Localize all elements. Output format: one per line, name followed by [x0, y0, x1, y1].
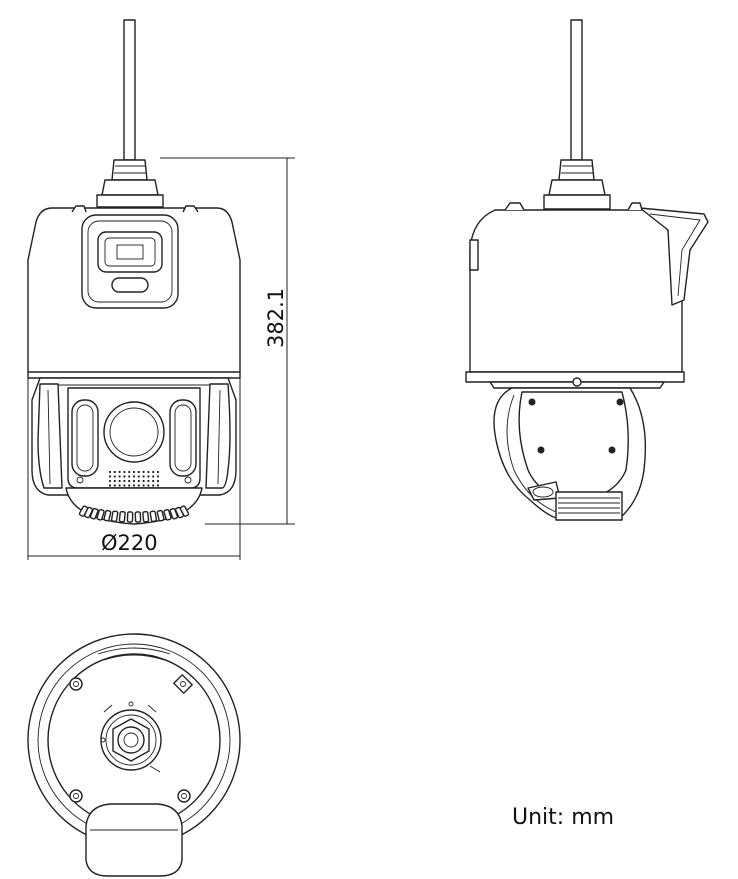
- bottom-cable-gland: [100, 701, 162, 773]
- side-sun-shield: [639, 207, 709, 306]
- bottom-view: [27, 633, 241, 877]
- diameter-dimension-label: Ø220: [101, 531, 158, 555]
- front-bottom-ring: [65, 487, 203, 525]
- front-main-lens: [103, 401, 165, 463]
- front-bottom-vents: [78, 505, 190, 523]
- front-right-arm: [205, 383, 231, 489]
- height-dimension: 382.1: [160, 157, 295, 525]
- side-view: [465, 19, 709, 521]
- front-left-light: [71, 399, 99, 477]
- front-left-tab: [71, 205, 87, 213]
- front-right-tab: [182, 205, 199, 213]
- side-vents: [555, 491, 623, 521]
- front-cable-gland-top: [111, 159, 148, 181]
- side-mount-neck: [543, 194, 611, 210]
- side-cable: [570, 19, 583, 161]
- bottom-screws: [69, 674, 193, 803]
- bottom-sun-shield: [85, 803, 183, 877]
- front-cable: [123, 19, 136, 161]
- unit-label: Unit: mm: [512, 805, 615, 830]
- side-right-tab: [627, 202, 643, 211]
- side-connector: [469, 239, 479, 271]
- side-upper-housing: [469, 209, 683, 373]
- side-cable-gland-nut: [548, 179, 606, 196]
- front-right-light: [169, 399, 197, 477]
- front-cable-gland-nut: [101, 179, 159, 196]
- height-dimension-label: 382.1: [264, 288, 288, 348]
- front-view: [27, 19, 241, 525]
- side-cable-gland-top: [558, 159, 595, 181]
- front-left-arm: [37, 383, 63, 489]
- front-lens-window: [97, 231, 163, 273]
- front-ir-light: [111, 277, 149, 293]
- diameter-dimension: Ø220: [27, 378, 241, 560]
- side-left-tab: [504, 202, 525, 211]
- front-mount-neck: [96, 194, 164, 208]
